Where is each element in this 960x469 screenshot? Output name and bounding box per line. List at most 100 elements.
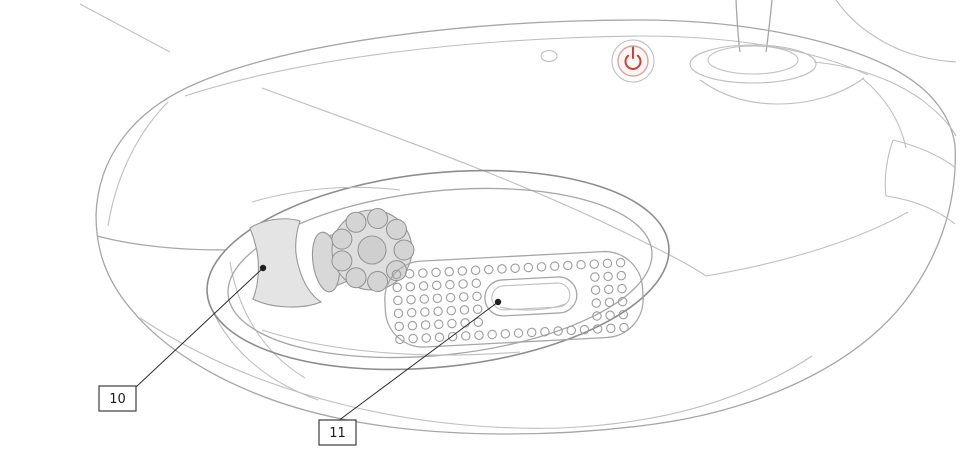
nose-crease bbox=[107, 101, 169, 227]
cropped-prop-edge bbox=[79, 3, 171, 53]
power-icon bbox=[624, 54, 642, 70]
recess-upper-interior bbox=[251, 186, 401, 203]
recess-opening bbox=[206, 169, 670, 371]
grille-slot-reflection bbox=[500, 303, 567, 311]
grille-hole bbox=[619, 322, 629, 333]
grille-hole bbox=[592, 324, 603, 334]
grille-hole bbox=[420, 320, 431, 330]
recess-floor-shadow bbox=[261, 329, 521, 356]
grille-hole bbox=[432, 293, 443, 304]
grille-hole bbox=[472, 291, 482, 301]
chin-crease bbox=[207, 299, 319, 401]
grille-hole bbox=[590, 285, 601, 295]
control-stick bbox=[249, 208, 415, 308]
grille-hole bbox=[523, 262, 534, 273]
grille-hole bbox=[446, 305, 457, 316]
right-wing-edge-lower bbox=[885, 195, 956, 225]
grille-hole bbox=[553, 326, 563, 336]
grille-hole bbox=[431, 267, 441, 278]
grille-hole bbox=[433, 306, 443, 317]
grille-hole bbox=[418, 281, 429, 291]
grille-hole bbox=[391, 269, 402, 280]
callout-10-dot bbox=[259, 264, 267, 272]
grille-hole bbox=[500, 329, 511, 339]
grille-hole bbox=[617, 283, 627, 294]
grille-hole bbox=[487, 329, 497, 340]
grille-hole bbox=[447, 331, 458, 342]
grille-hole bbox=[602, 258, 613, 269]
callout-10-label: 10 bbox=[109, 392, 126, 407]
grille-hole bbox=[497, 264, 507, 274]
grille-hole bbox=[590, 272, 600, 282]
post-left-edge bbox=[735, 0, 741, 53]
power-button bbox=[540, 39, 655, 83]
arm-underside bbox=[699, 77, 865, 105]
grille-hole bbox=[394, 321, 404, 332]
stick-knurling bbox=[331, 208, 415, 292]
grille-hole bbox=[457, 266, 468, 276]
callout-11-dot bbox=[494, 298, 502, 306]
grille-hole bbox=[445, 279, 455, 290]
top-deck-seam bbox=[184, 35, 869, 97]
grille-hole bbox=[536, 262, 547, 272]
grille-hole bbox=[458, 279, 468, 289]
grille-hole bbox=[549, 261, 560, 271]
grille-hole bbox=[459, 305, 470, 315]
grille-hole bbox=[419, 294, 429, 304]
speaker-grille bbox=[384, 250, 644, 348]
grille-hole bbox=[605, 310, 615, 321]
grille-hole bbox=[591, 298, 602, 308]
stick-skirt bbox=[249, 218, 323, 308]
arm-shoulder-bulge bbox=[861, 77, 907, 149]
grille-hole bbox=[444, 266, 454, 277]
right-wing-edge-upper bbox=[892, 139, 957, 169]
grille-hole bbox=[589, 259, 599, 269]
grille-hole bbox=[461, 331, 471, 341]
grille-hole bbox=[473, 317, 484, 327]
grille-hole bbox=[405, 281, 416, 292]
arm-edge-right bbox=[813, 61, 957, 137]
grille-hole bbox=[471, 278, 482, 289]
grille-hole bbox=[431, 280, 442, 291]
grille-hole bbox=[603, 271, 613, 282]
grille-hole bbox=[470, 265, 481, 276]
grille-hole bbox=[434, 319, 444, 330]
power-inner-ring bbox=[617, 45, 649, 77]
grille-hole bbox=[447, 318, 457, 329]
grille-slot-inner bbox=[491, 282, 571, 311]
grille-hole bbox=[434, 332, 445, 343]
callout-10-leader bbox=[135, 267, 264, 388]
grille-hole bbox=[459, 292, 469, 302]
grille-hole bbox=[526, 327, 537, 338]
grille-hole bbox=[616, 270, 627, 281]
grille-hole bbox=[445, 292, 456, 303]
stick-knob-center bbox=[357, 235, 387, 265]
grille-hole bbox=[421, 333, 432, 343]
power-outer-ring bbox=[611, 39, 655, 83]
post-base-outer bbox=[689, 44, 817, 84]
grille-hole bbox=[395, 334, 405, 345]
grille-hole bbox=[615, 257, 626, 268]
grille-hole bbox=[404, 268, 415, 279]
grille-hole bbox=[566, 325, 577, 336]
grille-hole bbox=[474, 330, 484, 340]
chin-crease-inner bbox=[229, 261, 306, 379]
nose-seam bbox=[96, 235, 227, 251]
grille-hole bbox=[604, 284, 614, 295]
grille-hole bbox=[420, 307, 430, 317]
grille-hole bbox=[604, 297, 615, 308]
grille-hole bbox=[563, 260, 573, 271]
grille-hole bbox=[618, 309, 629, 320]
post-base-inner bbox=[707, 45, 799, 75]
post-right-edge bbox=[765, 0, 773, 53]
callout-10: 10 bbox=[98, 264, 267, 412]
arm-edge-top bbox=[835, 0, 957, 63]
grille-hole bbox=[408, 333, 418, 344]
grille-hole bbox=[393, 308, 404, 319]
grille-hole bbox=[472, 304, 483, 314]
grille-hole bbox=[579, 324, 590, 335]
grille-plate-outline bbox=[384, 250, 644, 348]
grille-hole bbox=[484, 264, 494, 275]
grille-hole bbox=[407, 320, 418, 331]
